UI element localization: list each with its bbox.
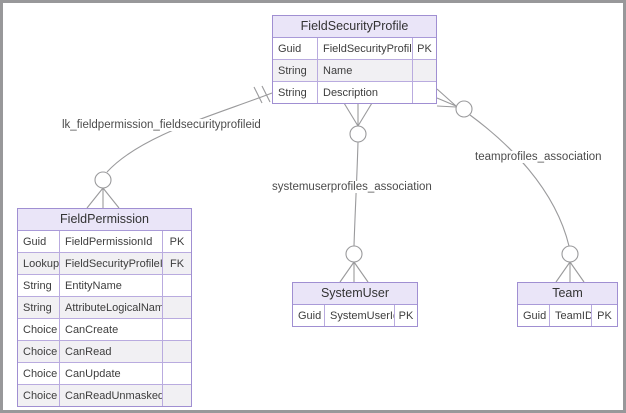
entity-cell-key: PK (417, 42, 432, 55)
entity-cell-field: CanCreate (60, 319, 163, 340)
entity-cell-type: Lookup (18, 253, 60, 274)
relationship-line (469, 114, 570, 247)
entity-cell-field: FieldSecurityProfileId (60, 253, 163, 274)
entity-cell-type: Guid (18, 231, 60, 252)
entity-title: FieldPermission (18, 209, 191, 231)
relationship-team (436, 88, 585, 283)
entity-cell-field: CanReadUnmasked (60, 385, 163, 406)
crows-foot-icon (555, 261, 585, 283)
relationship-label-fieldpermission: lk_fieldpermission_fieldsecurityprofilei… (60, 119, 263, 131)
entity-cell-type: Choice (18, 385, 60, 406)
entity-row: GuidFieldSecurityProfileId PK (273, 38, 436, 59)
entity-cell-field: AttributeLogicalName (60, 297, 163, 318)
entity-cell-key: FK (169, 257, 185, 270)
zero-marker-icon (561, 245, 579, 263)
entity-cell-type: Choice (18, 341, 60, 362)
entity-cell-field: TeamID (550, 305, 592, 326)
entity-cell-field: Description (318, 82, 413, 103)
relationship-systemuser (339, 102, 373, 283)
crows-foot-icon (343, 102, 373, 127)
crows-foot-icon (86, 187, 120, 209)
entity-cell-field: FieldPermissionId (60, 231, 163, 252)
entity-cell-type: Guid (293, 305, 325, 326)
entity-title: FieldSecurityProfile (273, 16, 436, 38)
entity-cell-key (163, 363, 191, 384)
entity-cell-key: PK (169, 235, 185, 248)
crows-foot-icon (339, 261, 369, 283)
entity-cell-type: Choice (18, 319, 60, 340)
entity-cell-key: PK (398, 309, 414, 322)
entity-cell-key (163, 385, 191, 406)
entity-cell-key (163, 297, 191, 318)
entity-cell-key (163, 341, 191, 362)
entity-cell-type: String (18, 275, 60, 296)
relationship-lines-layer (86, 85, 585, 283)
entity-cell-key (163, 319, 191, 340)
entity-cell-key (413, 82, 436, 103)
entity-cell-field: Name (318, 60, 413, 81)
entity-cell-type: String (273, 60, 318, 81)
entity-cell-field: EntityName (60, 275, 163, 296)
entity-cell-field: SystemUserId (325, 305, 395, 326)
zero-marker-icon (455, 100, 473, 118)
entity-cell-type: String (18, 297, 60, 318)
entity-cell-key: PK (597, 309, 612, 322)
relationship-label-systemuser: systemuserprofiles_association (270, 181, 434, 193)
entity-title: SystemUser (293, 283, 417, 305)
exactly-one-tick-icon (261, 85, 271, 103)
entity-cell-field: CanRead (60, 341, 163, 362)
entity-cell-type: String (273, 82, 318, 103)
zero-marker-icon (94, 171, 112, 189)
zero-marker-icon (345, 245, 363, 263)
relationship-fieldpermission (86, 85, 273, 209)
entity-cell-key (163, 275, 191, 296)
entity-cell-type: Choice (18, 363, 60, 384)
entity-cell-type: Guid (518, 305, 550, 326)
exactly-one-tick-icon (253, 86, 263, 104)
entity-cell-key (413, 60, 436, 81)
zero-marker-icon (349, 125, 367, 143)
relationship-label-team: teamprofiles_association (473, 151, 604, 163)
entity-cell-field: FieldSecurityProfileId (318, 38, 413, 59)
entity-rows: GuidFieldSecurityProfileId PK StringNameSt… (273, 38, 436, 103)
crows-foot-icon (436, 88, 457, 108)
entity-cell-type: Guid (273, 38, 318, 59)
relationship-line (353, 141, 359, 247)
relationship-line (106, 92, 273, 173)
entity-title: Team (518, 283, 617, 305)
entity-cell-field: CanUpdate (60, 363, 163, 384)
